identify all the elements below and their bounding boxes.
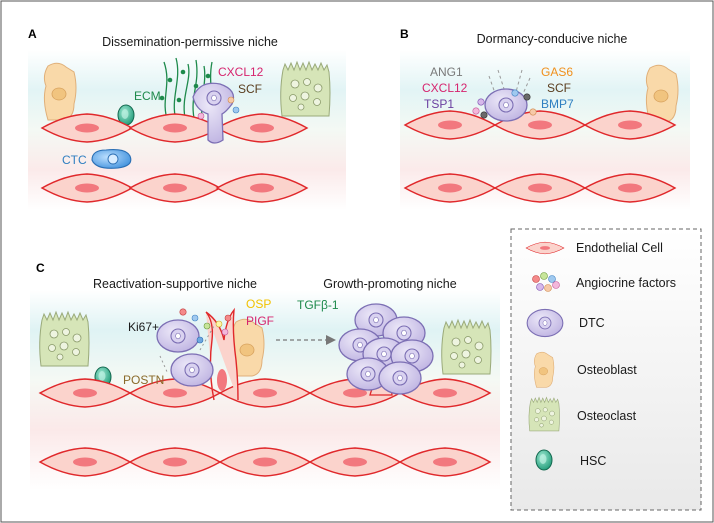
endothelial-row-b-bottom (404, 173, 676, 203)
osteoclast-cell (39, 311, 90, 367)
osteoclast-cell (441, 319, 492, 375)
factor-osp: OSP (246, 297, 271, 311)
factor-ang1: ANG1 (430, 65, 463, 79)
factor-ecm: ECM (134, 89, 161, 103)
progression-arrow (276, 335, 336, 345)
legend-label-osteoblast: Osteoblast (577, 363, 637, 377)
panel-c-title-right: Growth-promoting niche (323, 277, 456, 291)
dtc-icon (526, 308, 564, 338)
legend-label-hsc: HSC (580, 454, 606, 468)
endothelial-row-a-bottom (41, 173, 308, 203)
panel-c-title-left: Reactivation-supportive niche (93, 277, 257, 291)
endothelial-row-b-top (404, 110, 676, 140)
angiocrine-dots-c (179, 308, 232, 344)
endothelial-row-a-top (41, 113, 308, 143)
dtc-cell (170, 353, 214, 387)
factor-ki67: Ki67+ (128, 320, 159, 334)
endothelial-row-c-top (39, 378, 491, 408)
legend-label-endothelial-cell: Endothelial Cell (576, 241, 663, 255)
hsc-icon (535, 449, 553, 471)
endothelial-row-c-bottom (39, 447, 491, 477)
factor-gas6: GAS6 (541, 65, 573, 79)
osteoblast-icon (534, 351, 555, 388)
factor-cxcl12: CXCL12 (422, 81, 468, 95)
factor-postn: POSTN (123, 373, 164, 387)
panel-b-title: Dormancy-conducive niche (477, 32, 628, 46)
factor-bmp7: BMP7 (541, 97, 574, 111)
sprouting-vessel (205, 307, 239, 401)
signal-lines-b (488, 69, 531, 97)
angiocrine-factors-icon (532, 272, 560, 292)
panel-b-label: B (400, 27, 409, 41)
ecm-particles (159, 69, 211, 103)
factor-tgfb1: TGFβ-1 (297, 298, 339, 312)
dtc-cell (378, 361, 422, 395)
legend: Endothelial Cell Angiocrine factors DTC … (510, 228, 702, 511)
signal-lines-c (159, 325, 215, 375)
legend-label-dtc: DTC (579, 316, 605, 330)
panel-a: A Dissemination-permissive niche (28, 27, 346, 210)
legend-label-angiocrine-factors: Angiocrine factors (576, 276, 676, 290)
angiocrine-dots-b (472, 89, 537, 119)
factor-tsp1: TSP1 (424, 97, 454, 111)
angiocrine-dots-a (197, 96, 240, 120)
osteoblast-cell (43, 62, 77, 121)
panel-a-label: A (28, 27, 37, 41)
dtc-extravasating (192, 82, 235, 144)
factor-pigf: PIGF (246, 314, 274, 328)
legend-label-osteoclast: Osteoclast (577, 409, 637, 423)
osteoclast-icon (528, 397, 560, 432)
osteoclast-cell (280, 61, 331, 117)
panel-a-title: Dissemination-permissive niche (102, 35, 278, 49)
factor-scf: SCF (238, 82, 262, 96)
factor-cxcl12: CXCL12 (218, 65, 264, 79)
panel-b: B Dormancy-conducive niche ANG1 CXCL12 T… (400, 27, 690, 210)
ctc-cell (91, 149, 132, 169)
osteoblast-cell (645, 64, 679, 123)
dtc-dormant (484, 88, 528, 122)
panel-c: C Reactivation-supportive niche Growth-p… (30, 261, 500, 490)
dtc-cell (156, 319, 200, 353)
factor-scf: SCF (547, 81, 571, 95)
panel-c-label: C (36, 261, 45, 275)
factor-ctc: CTC (62, 153, 87, 167)
